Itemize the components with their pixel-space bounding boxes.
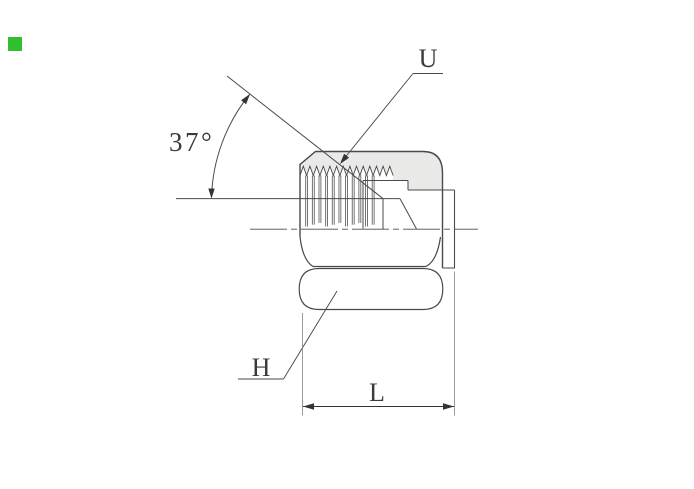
angle-label: 37° [169,127,214,157]
hex-leader-line [283,290,338,380]
hex-left-chamfer-arc [299,236,314,268]
thread-label: U [419,44,438,73]
thread-leader-line [340,73,414,163]
corner-mark [8,37,22,51]
length-label: L [369,378,385,407]
angle-slant-line [226,75,384,199]
hex-right-chamfer-arc [425,236,442,268]
hex-lower-band [298,267,444,311]
angle-arc-arrow-top [241,94,250,105]
angle-callout [176,75,400,200]
length-dimension [302,271,455,416]
thread-leader-arrow [340,153,350,164]
length-arrow-right [443,403,454,410]
hex-leader [238,290,338,380]
tube-stub-outline [408,189,456,269]
hex-label: H [252,353,271,382]
bore-profile [362,180,417,230]
thread-flank-lines [305,175,375,227]
thread-crest-line [299,164,394,177]
cap-outline [299,150,444,268]
length-arrow-left [303,403,314,410]
thread-leader [340,73,443,164]
hex-body [298,236,444,311]
angle-arc [211,94,250,198]
angle-arc-arrow-bottom [208,188,215,199]
